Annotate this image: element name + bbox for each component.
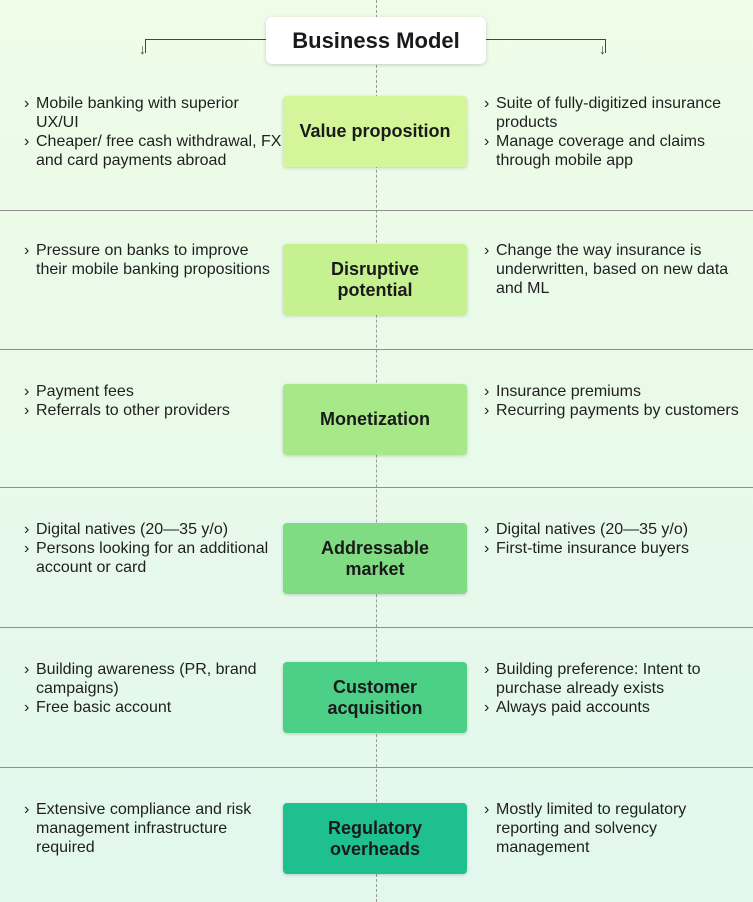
list-item-text: Extensive compliance and risk management… bbox=[36, 801, 252, 856]
list-item-text: Building awareness (PR, brand campaigns) bbox=[36, 661, 257, 697]
list-item-text: First-time insurance buyers bbox=[496, 540, 689, 557]
left-branch-connector bbox=[145, 39, 266, 53]
chevron-right-icon: › bbox=[24, 383, 30, 400]
chevron-right-icon: › bbox=[484, 661, 490, 678]
chevron-right-icon: › bbox=[24, 402, 30, 419]
list-item-text: Building preference: Intent to purchase … bbox=[496, 661, 701, 697]
list-item-text: Payment fees bbox=[36, 383, 134, 400]
list-item: › Always paid accounts bbox=[484, 698, 746, 717]
chevron-right-icon: › bbox=[484, 699, 490, 716]
list-item-text: Pressure on banks to improve their mobil… bbox=[36, 242, 270, 278]
row-1: › Mobile banking with superior UX/UI › Chea… bbox=[0, 70, 753, 211]
list-item: › Persons looking for an additional accou… bbox=[24, 539, 282, 577]
row-6: › Extensive compliance and risk managemen… bbox=[0, 768, 753, 902]
list-item-text: Change the way insurance is underwritten… bbox=[496, 242, 729, 297]
chevron-right-icon: › bbox=[24, 801, 30, 818]
chevron-right-icon: › bbox=[24, 521, 30, 538]
list-item: › Digital natives (20—35 y/o) bbox=[484, 520, 746, 539]
row-2: › Pressure on banks to improve their mobi… bbox=[0, 211, 753, 350]
list-item: › Pressure on banks to improve their mobi… bbox=[24, 241, 282, 279]
chevron-right-icon: › bbox=[484, 801, 490, 818]
right-column-list: › Insurance premiums › Recurring payments b… bbox=[484, 382, 746, 420]
list-item-text: Suite of fully-digitized insurance produ… bbox=[496, 95, 722, 131]
list-item: › Change the way insurance is underwritte… bbox=[484, 241, 746, 298]
chevron-right-icon: › bbox=[484, 95, 490, 112]
row-3: › Payment fees › Referrals to other provide… bbox=[0, 350, 753, 488]
chevron-right-icon: › bbox=[24, 699, 30, 716]
right-column-list: › Digital natives (20—35 y/o) › First-time … bbox=[484, 520, 746, 558]
chevron-right-icon: › bbox=[484, 540, 490, 557]
list-item-text: Digital natives (20—35 y/o) bbox=[496, 521, 689, 538]
left-column-list: › Extensive compliance and risk managemen… bbox=[24, 800, 282, 857]
list-item: › Suite of fully-digitized insurance prod… bbox=[484, 94, 746, 132]
list-item-text: Always paid accounts bbox=[496, 699, 650, 716]
left-column-list: › Pressure on banks to improve their mobi… bbox=[24, 241, 282, 279]
row-4: › Digital natives (20—35 y/o) › Persons loo… bbox=[0, 488, 753, 628]
list-item-text: Recurring payments by customers bbox=[496, 402, 739, 419]
down-arrow-icon: ↓ bbox=[139, 41, 146, 57]
list-item-text: Digital natives (20—35 y/o) bbox=[36, 521, 229, 538]
list-item: › Manage coverage and claims through mobi… bbox=[484, 132, 746, 170]
right-column-list: › Change the way insurance is underwritte… bbox=[484, 241, 746, 298]
list-item: › Referrals to other providers bbox=[24, 401, 282, 420]
list-item-text: Cheaper/ free cash withdrawal, FX and ca… bbox=[36, 133, 282, 169]
list-item-text: Mostly limited to regulatory reporting a… bbox=[496, 801, 687, 856]
left-column-list: › Digital natives (20—35 y/o) › Persons loo… bbox=[24, 520, 282, 577]
chevron-right-icon: › bbox=[24, 242, 30, 259]
down-arrow-icon: ↓ bbox=[599, 41, 606, 57]
category-box: Addressable market bbox=[283, 523, 467, 594]
category-box: Monetization bbox=[283, 384, 467, 455]
row-5: › Building awareness (PR, brand campaigns… bbox=[0, 628, 753, 768]
list-item-text: Manage coverage and claims through mobil… bbox=[496, 133, 706, 169]
right-column-list: › Mostly limited to regulatory reporting … bbox=[484, 800, 746, 857]
list-item: › Extensive compliance and risk managemen… bbox=[24, 800, 282, 857]
chevron-right-icon: › bbox=[24, 95, 30, 112]
chevron-right-icon: › bbox=[484, 242, 490, 259]
list-item: › Mostly limited to regulatory reporting … bbox=[484, 800, 746, 857]
list-item: › Free basic account bbox=[24, 698, 282, 717]
category-box: Disruptive potential bbox=[283, 244, 467, 315]
list-item: › Building preference: Intent to purchase… bbox=[484, 660, 746, 698]
chevron-right-icon: › bbox=[484, 402, 490, 419]
chevron-right-icon: › bbox=[24, 661, 30, 678]
diagram-title: Business Model bbox=[266, 17, 486, 64]
left-column-list: › Building awareness (PR, brand campaigns… bbox=[24, 660, 282, 717]
list-item: › Insurance premiums bbox=[484, 382, 746, 401]
chevron-right-icon: › bbox=[484, 521, 490, 538]
list-item: › Cheaper/ free cash withdrawal, FX and c… bbox=[24, 132, 282, 170]
list-item: › Building awareness (PR, brand campaigns… bbox=[24, 660, 282, 698]
list-item-text: Free basic account bbox=[36, 699, 172, 716]
list-item-text: Persons looking for an additional accoun… bbox=[36, 540, 269, 576]
chevron-right-icon: › bbox=[24, 540, 30, 557]
chevron-right-icon: › bbox=[24, 133, 30, 150]
chevron-right-icon: › bbox=[484, 383, 490, 400]
left-column-list: › Mobile banking with superior UX/UI › Chea… bbox=[24, 94, 282, 170]
list-item: › Payment fees bbox=[24, 382, 282, 401]
list-item-text: Referrals to other providers bbox=[36, 402, 230, 419]
category-box: Regulatory overheads bbox=[283, 803, 467, 874]
category-box: Value proposition bbox=[283, 96, 467, 167]
list-item-text: Mobile banking with superior UX/UI bbox=[36, 95, 239, 131]
list-item: › First-time insurance buyers bbox=[484, 539, 746, 558]
right-column-list: › Building preference: Intent to purchase… bbox=[484, 660, 746, 717]
left-column-list: › Payment fees › Referrals to other provide… bbox=[24, 382, 282, 420]
list-item-text: Insurance premiums bbox=[496, 383, 641, 400]
diagram-header: ↓ ↓ Business Model bbox=[0, 0, 753, 70]
list-item: › Digital natives (20—35 y/o) bbox=[24, 520, 282, 539]
list-item: › Mobile banking with superior UX/UI bbox=[24, 94, 282, 132]
chevron-right-icon: › bbox=[484, 133, 490, 150]
right-column-list: › Suite of fully-digitized insurance prod… bbox=[484, 94, 746, 170]
category-box: Customer acquisition bbox=[283, 662, 467, 733]
list-item: › Recurring payments by customers bbox=[484, 401, 746, 420]
right-branch-connector bbox=[486, 39, 606, 53]
